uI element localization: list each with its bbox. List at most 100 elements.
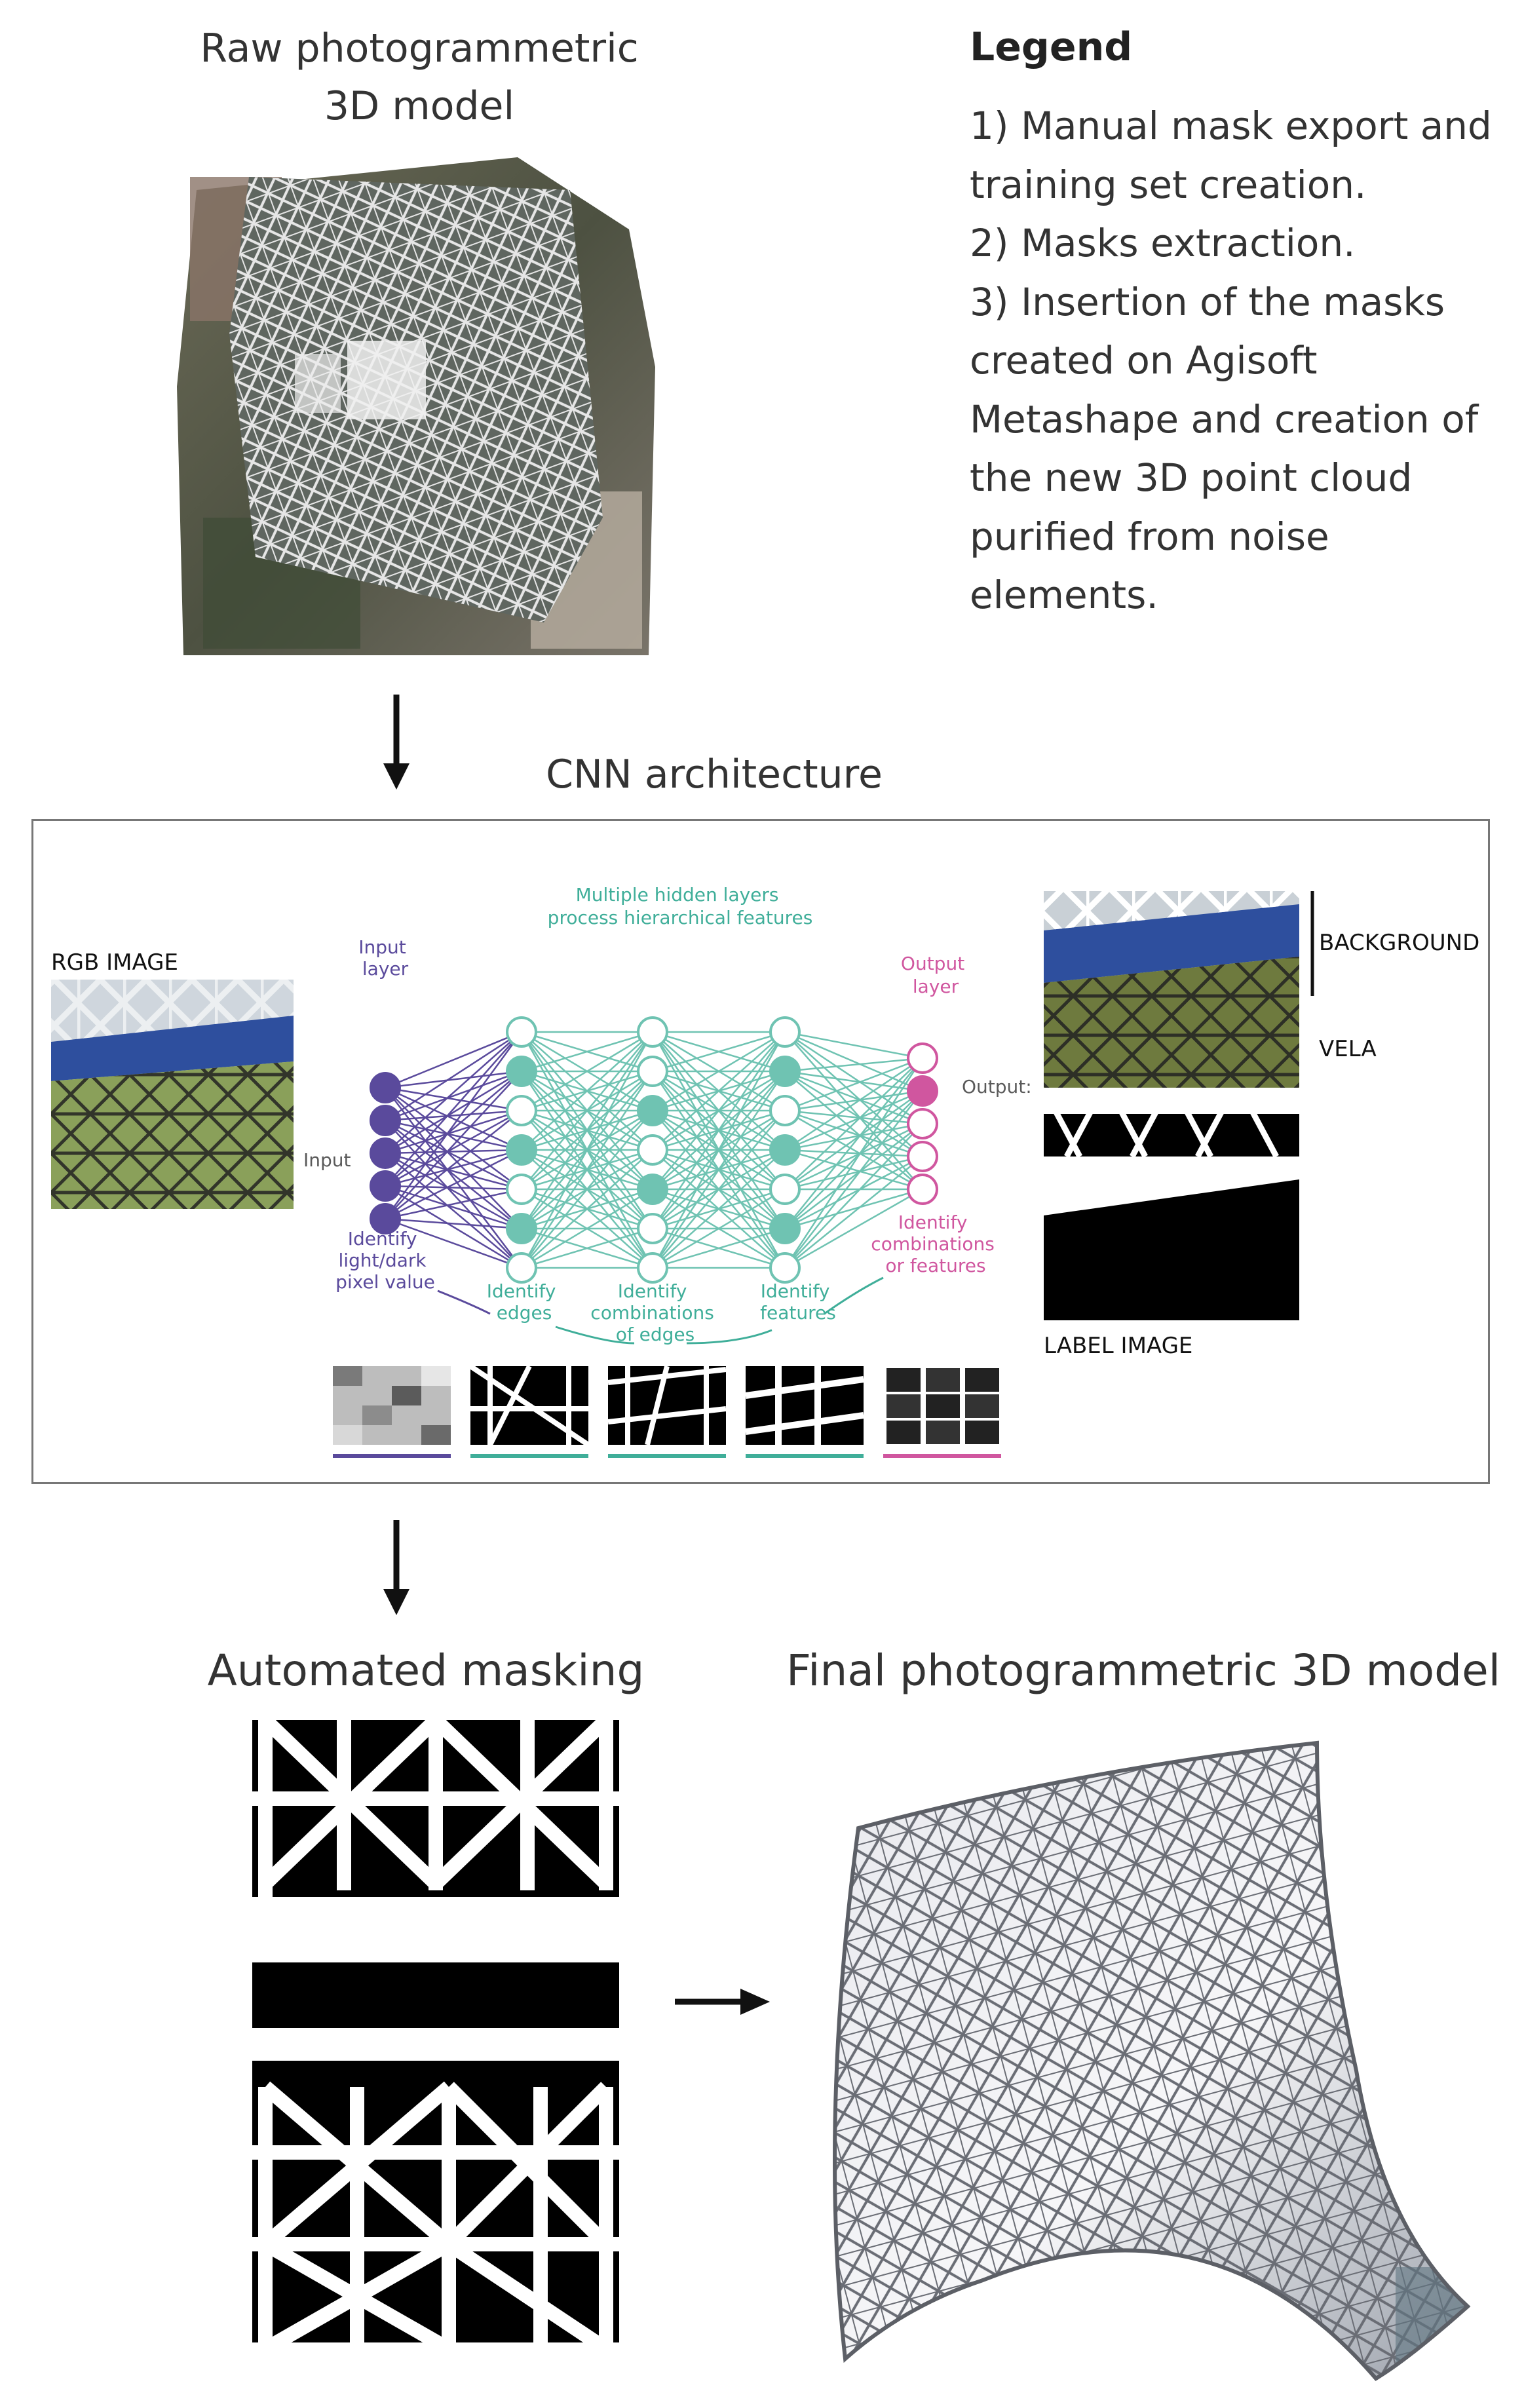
network-edge: [784, 1155, 923, 1191]
network-edge: [784, 1070, 923, 1125]
network-connections: [384, 1031, 924, 1269]
down-arrow-icon: [383, 1520, 410, 1615]
input-layer-label: Input layer: [358, 936, 411, 980]
network-edge: [520, 1071, 654, 1269]
network-edge: [652, 1031, 786, 1112]
network-edge: [652, 1110, 786, 1269]
identify-out-line: or features: [885, 1255, 985, 1276]
network-edge: [521, 1031, 653, 1190]
network-edge: [521, 1188, 653, 1269]
output-photo: [1044, 891, 1299, 1088]
raw-model-title: Raw photogrammetric 3D model: [144, 20, 695, 135]
network-edge: [784, 1188, 923, 1269]
network-edge: [385, 1120, 522, 1269]
identify-light-line: pixel value: [335, 1271, 435, 1293]
network-node: [907, 1042, 938, 1074]
network-edge: [385, 1031, 522, 1122]
network-edge: [784, 1058, 923, 1229]
identify-features-line: Identify: [761, 1280, 830, 1302]
feature-thumb-features: [745, 1366, 864, 1458]
network-edge: [784, 1156, 923, 1269]
network-node: [907, 1108, 938, 1139]
network-edge: [652, 1031, 786, 1190]
network-node: [637, 1095, 668, 1126]
network-edge: [521, 1227, 653, 1269]
identify-features-line: features: [760, 1302, 836, 1324]
legend-line: 3) Insertion of the masks: [970, 279, 1445, 324]
legend-line: Metashape and creation of: [970, 396, 1479, 442]
identify-combos-label: Identify combinations of edges: [590, 1280, 719, 1345]
legend-line: 2) Masks extraction.: [970, 221, 1356, 265]
network-edge: [385, 1070, 522, 1089]
network-node: [769, 1174, 801, 1205]
network-edge: [385, 1109, 522, 1187]
class-vela-label: VELA: [1319, 1036, 1377, 1062]
network-edge: [651, 1031, 786, 1229]
automated-masking-title: Automated masking: [207, 1645, 645, 1696]
network-node: [907, 1141, 938, 1172]
identify-out-line: Identify: [898, 1212, 968, 1233]
down-arrow-icon: [383, 695, 410, 790]
output-layer-label: Output layer: [901, 953, 970, 997]
legend-line: elements.: [970, 573, 1158, 617]
legend-line: created on Agisoft: [970, 338, 1318, 383]
identify-edges-line: Identify: [487, 1280, 556, 1302]
network-node: [370, 1072, 401, 1103]
network-edge: [385, 1185, 522, 1269]
output-layer-line: layer: [913, 976, 959, 997]
network-node: [506, 1252, 537, 1284]
raw-model-title-line1: Raw photogrammetric: [200, 26, 639, 71]
cnn-diagram: RGB IMAGE Input Input layer Multiple hid…: [51, 884, 1479, 1458]
flow-arrow-icon: [686, 1329, 772, 1345]
output-label: Output:: [962, 1076, 1032, 1098]
network-edge: [521, 1110, 653, 1269]
identify-out-line: combinations: [871, 1233, 994, 1255]
network-edge: [784, 1058, 924, 1269]
network-edge: [784, 1122, 923, 1151]
identify-combos-line: Identify: [618, 1280, 687, 1302]
network-node: [769, 1016, 801, 1048]
network-edge: [784, 1122, 923, 1191]
identify-edges-label: Identify edges: [487, 1280, 562, 1324]
identify-light-line: light/dark: [338, 1250, 427, 1271]
network-node: [637, 1134, 668, 1166]
identify-out-label: Identify combinations or features: [871, 1212, 1000, 1276]
network-edge: [385, 1149, 522, 1155]
right-arrow-icon: [675, 1989, 770, 2015]
network-edge: [784, 1155, 923, 1230]
identify-combos-line: of edges: [616, 1324, 695, 1345]
network-edge: [385, 1109, 522, 1122]
output-layer-line: Output: [901, 953, 964, 974]
feature-thumb-combos: [607, 1366, 727, 1458]
legend-line: training set creation.: [970, 162, 1367, 207]
label-image: [1044, 1179, 1299, 1320]
network-edge: [385, 1071, 522, 1219]
network-edge: [784, 1109, 923, 1191]
network-edge: [385, 1087, 522, 1269]
network-node: [907, 1174, 938, 1205]
network-edge: [385, 1071, 522, 1187]
network-node: [769, 1213, 801, 1244]
network-node: [637, 1174, 668, 1205]
network-edge: [784, 1090, 923, 1191]
network-edge: [385, 1152, 522, 1230]
network-edge: [784, 1149, 923, 1191]
network-edge: [784, 1070, 923, 1158]
network-node: [506, 1134, 537, 1166]
network-node: [769, 1095, 801, 1126]
network-edge: [521, 1149, 653, 1269]
network-edge: [385, 1086, 522, 1151]
network-edge: [385, 1031, 522, 1154]
network-node: [370, 1105, 401, 1136]
legend-line: purified from noise: [970, 514, 1329, 559]
network-node: [506, 1056, 537, 1087]
network-edge: [385, 1119, 522, 1151]
network-edge: [784, 1031, 923, 1092]
raw-model-image: [177, 157, 655, 655]
network-edge: [385, 1188, 522, 1220]
network-edge: [385, 1031, 522, 1089]
network-edge: [520, 1031, 654, 1269]
network-edge: [784, 1057, 923, 1112]
network-node: [637, 1016, 668, 1048]
rgb-image: [51, 980, 294, 1209]
